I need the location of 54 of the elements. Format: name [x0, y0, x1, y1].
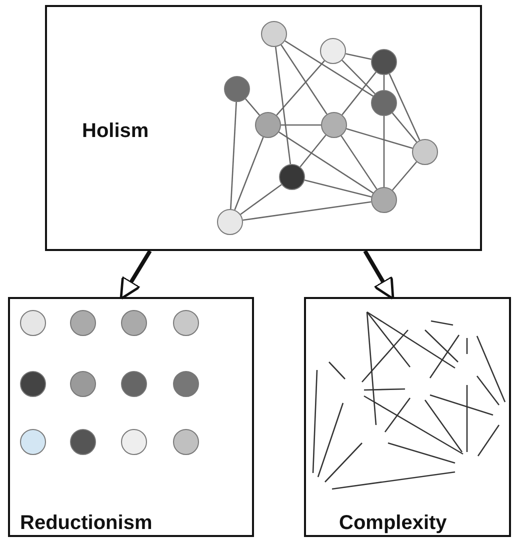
- node-circle: [121, 371, 147, 397]
- arrow: [363, 250, 394, 300]
- node-circle: [20, 429, 46, 455]
- node-circle: [173, 429, 199, 455]
- connector-line: [245, 98, 260, 116]
- connector-line: [388, 74, 420, 140]
- panel: [45, 5, 482, 251]
- node-circle: [371, 187, 397, 213]
- node-circle: [371, 90, 397, 116]
- node-circle: [121, 310, 147, 336]
- panel: [8, 297, 254, 537]
- connector-line: [278, 132, 374, 194]
- node-circle: [173, 371, 199, 397]
- connector-line: [240, 184, 282, 215]
- node-circle: [20, 371, 46, 397]
- connector-line: [276, 60, 325, 116]
- connector-line: [342, 72, 376, 116]
- node-circle: [70, 310, 96, 336]
- panel-title: Reductionism: [20, 512, 152, 535]
- node-circle: [321, 112, 347, 138]
- connector-line: [346, 53, 372, 60]
- node-circle: [371, 49, 397, 75]
- connector-line: [242, 201, 372, 221]
- panel: [304, 297, 511, 537]
- connector-line: [340, 135, 378, 190]
- node-circle: [224, 76, 250, 102]
- panel-title: Holism: [82, 120, 149, 143]
- connector-line: [300, 134, 326, 168]
- node-circle: [412, 139, 438, 165]
- node-circle: [173, 310, 199, 336]
- connector-line: [274, 46, 292, 164]
- node-circle: [20, 310, 46, 336]
- connector-line: [383, 116, 385, 187]
- connector-line: [281, 124, 321, 126]
- connector-line: [230, 102, 237, 210]
- node-circle: [121, 429, 147, 455]
- connector-line: [280, 44, 328, 114]
- connector-line: [383, 75, 385, 90]
- connector-line: [234, 136, 264, 210]
- node-circle: [320, 38, 346, 64]
- node-circle: [261, 21, 287, 47]
- node-circle: [279, 164, 305, 190]
- connector-line: [342, 60, 376, 94]
- node-circle: [255, 112, 281, 138]
- connector-line: [346, 128, 413, 149]
- connector-line: [392, 161, 418, 191]
- connector-line: [284, 40, 374, 97]
- arrow: [120, 250, 152, 300]
- connector-line: [304, 180, 372, 198]
- node-circle: [70, 371, 96, 397]
- panel-title: Complexity: [339, 512, 447, 535]
- node-circle: [70, 429, 96, 455]
- node-circle: [217, 209, 243, 235]
- connector-line: [392, 112, 418, 142]
